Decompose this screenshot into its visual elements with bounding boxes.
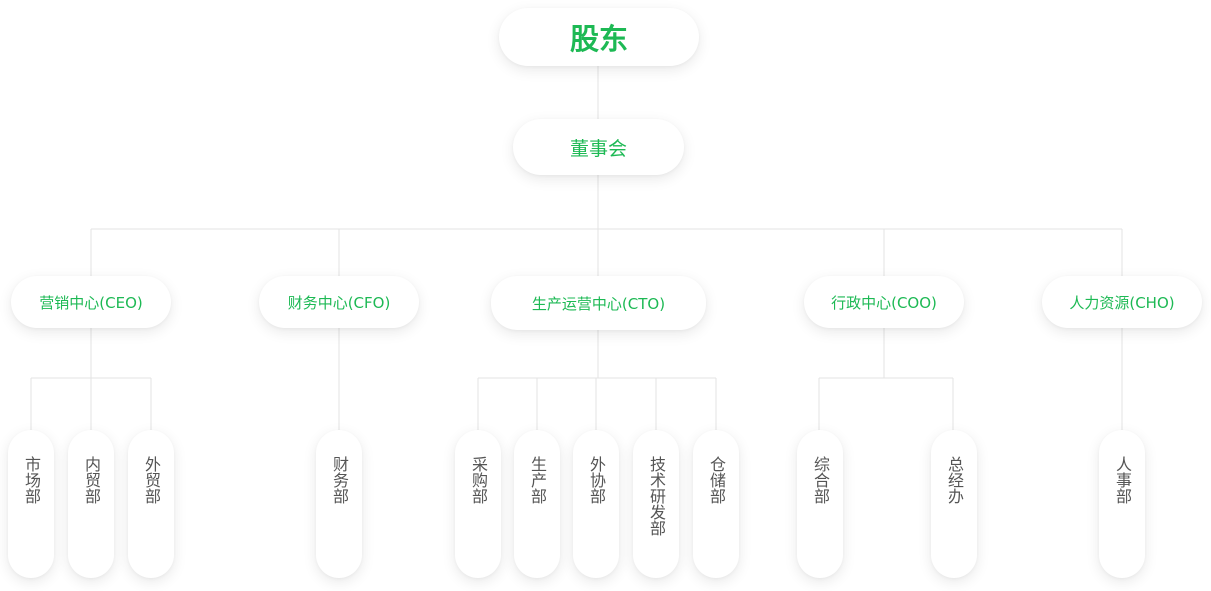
department-node: 采购部 bbox=[455, 430, 501, 578]
board-label: 董事会 bbox=[569, 137, 627, 160]
center-node-coo: 行政中心(COO) bbox=[804, 276, 964, 328]
department-label: 生产部 bbox=[528, 456, 547, 504]
department-label: 财务部 bbox=[330, 456, 349, 504]
department-node: 市场部 bbox=[8, 430, 54, 578]
center-node-cfo: 财务中心(CFO) bbox=[259, 276, 419, 328]
department-node: 生产部 bbox=[514, 430, 560, 578]
center-node-cho: 人力资源(CHO) bbox=[1042, 276, 1202, 328]
department-label: 人事部 bbox=[1113, 456, 1132, 504]
department-node: 综合部 bbox=[797, 430, 843, 578]
department-node: 内贸部 bbox=[68, 430, 114, 578]
department-node: 财务部 bbox=[316, 430, 362, 578]
department-label: 技术研发部 bbox=[647, 456, 666, 536]
shareholders-label: 股东 bbox=[569, 22, 628, 56]
center-node-ceo: 营销中心(CEO) bbox=[11, 276, 171, 328]
shareholders-node: 股东 bbox=[499, 8, 699, 66]
department-label: 综合部 bbox=[811, 456, 830, 504]
center-label: 生产运营中心(CTO) bbox=[531, 294, 666, 313]
board-of-directors-node: 董事会 bbox=[513, 119, 684, 175]
center-label: 行政中心(COO) bbox=[831, 293, 937, 312]
department-node: 外协部 bbox=[573, 430, 619, 578]
center-node-cto: 生产运营中心(CTO) bbox=[491, 276, 706, 330]
department-label: 总经办 bbox=[945, 456, 964, 504]
department-label: 采购部 bbox=[469, 456, 488, 504]
department-node: 总经办 bbox=[931, 430, 977, 578]
department-label: 仓储部 bbox=[707, 456, 726, 504]
center-label: 人力资源(CHO) bbox=[1069, 293, 1175, 312]
department-label: 内贸部 bbox=[82, 456, 101, 504]
department-label: 市场部 bbox=[22, 456, 41, 504]
department-label: 外协部 bbox=[587, 456, 606, 504]
department-node: 外贸部 bbox=[128, 430, 174, 578]
center-label: 财务中心(CFO) bbox=[287, 293, 391, 312]
department-node: 仓储部 bbox=[693, 430, 739, 578]
center-label: 营销中心(CEO) bbox=[39, 293, 143, 312]
department-node: 技术研发部 bbox=[633, 430, 679, 578]
department-label: 外贸部 bbox=[142, 456, 161, 504]
department-node: 人事部 bbox=[1099, 430, 1145, 578]
